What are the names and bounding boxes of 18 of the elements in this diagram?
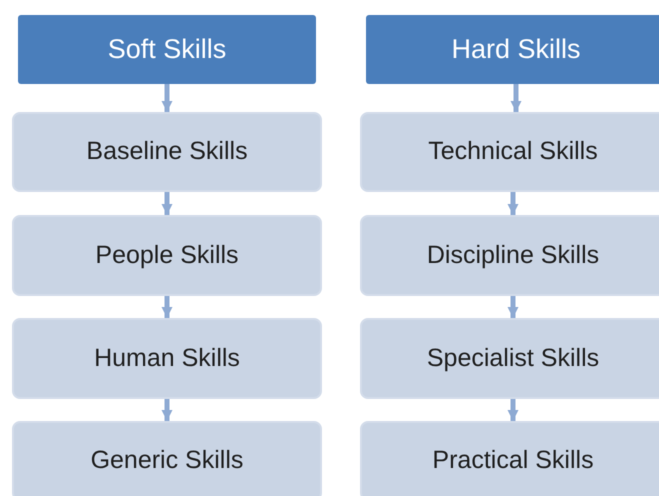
arrow xyxy=(510,84,522,112)
arrow xyxy=(508,296,518,318)
skill-box: Technical Skills xyxy=(360,112,659,192)
skill-box: Discipline Skills xyxy=(360,215,659,296)
arrow xyxy=(162,192,172,215)
header-box: Soft Skills xyxy=(18,15,316,84)
arrow xyxy=(508,399,518,421)
header-box: Hard Skills xyxy=(366,15,659,84)
skill-box: Generic Skills xyxy=(12,421,322,496)
skill-box: Specialist Skills xyxy=(360,318,659,399)
skill-box: Baseline Skills xyxy=(12,112,322,192)
skill-box: Practical Skills xyxy=(360,421,659,496)
arrow xyxy=(162,296,172,318)
skill-box: Human Skills xyxy=(12,318,322,399)
skill-box: People Skills xyxy=(12,215,322,296)
arrow xyxy=(162,399,172,421)
arrow xyxy=(508,192,518,215)
arrow xyxy=(162,84,172,112)
